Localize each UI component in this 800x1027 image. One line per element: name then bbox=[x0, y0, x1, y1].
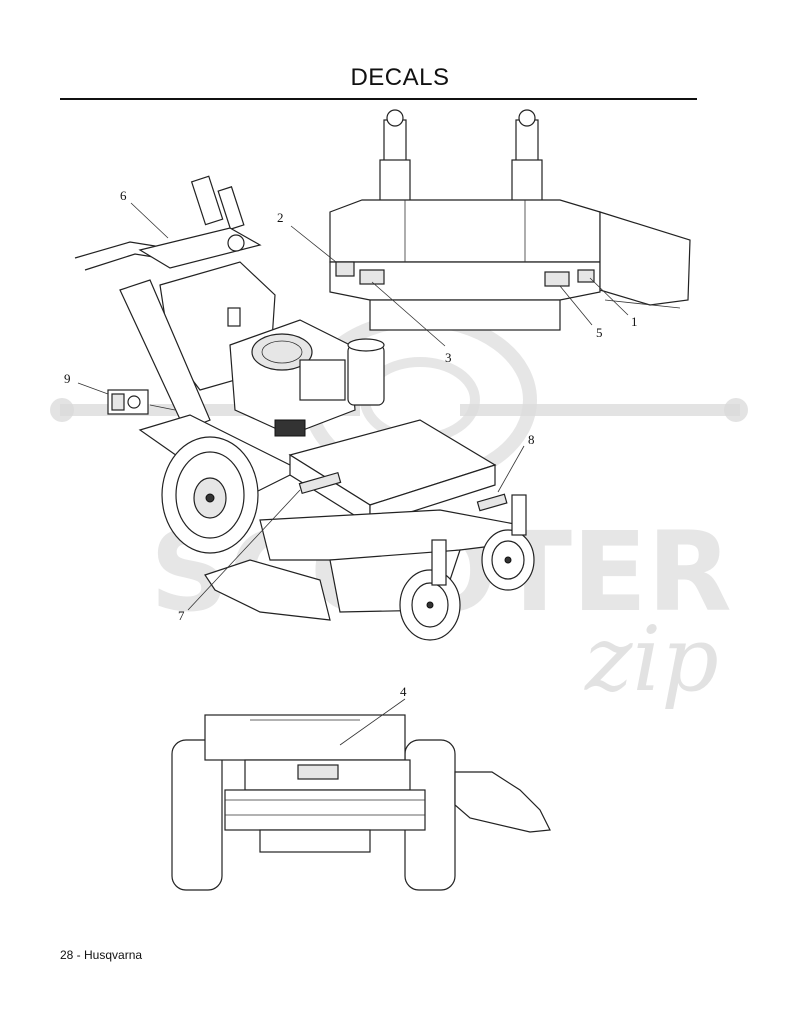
watermark-script: zip bbox=[584, 607, 719, 712]
callout-9: 9 bbox=[64, 371, 71, 386]
callout-1: 1 bbox=[631, 314, 638, 329]
mower-isometric-view bbox=[74, 175, 535, 641]
page-footer: 28 - Husqvarna bbox=[60, 948, 143, 962]
title-rule bbox=[60, 98, 697, 100]
callout-5: 5 bbox=[596, 325, 603, 340]
callout-7: 7 bbox=[178, 608, 185, 623]
callout-2: 2 bbox=[277, 210, 284, 225]
mower-front-view bbox=[171, 698, 551, 891]
callout-8: 8 bbox=[528, 432, 535, 447]
page-title: DECALS bbox=[350, 64, 450, 91]
callout-6: 6 bbox=[120, 188, 127, 203]
callout-labels: 1 2 3 4 5 6 7 8 9 bbox=[64, 188, 638, 699]
deck-rear-view bbox=[290, 109, 691, 347]
callout-4: 4 bbox=[400, 684, 407, 699]
callout-3: 3 bbox=[445, 350, 452, 365]
